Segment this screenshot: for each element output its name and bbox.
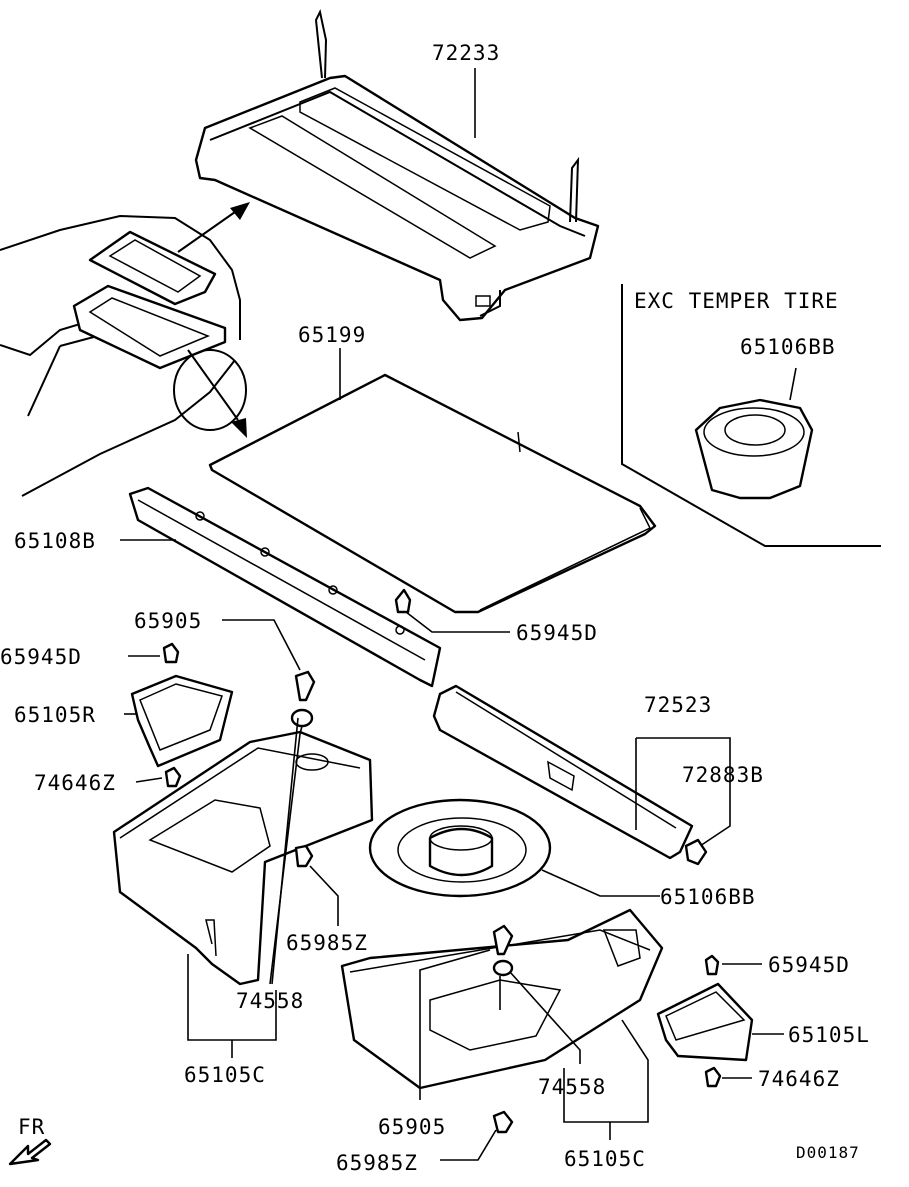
label-65945d-mid[interactable]: 65945D (516, 621, 598, 645)
label-74646z-right[interactable]: 74646Z (758, 1067, 840, 1091)
spare-tire-cover-65106bb[interactable] (368, 798, 552, 898)
vehicle-body-outline (0, 202, 250, 497)
sill-plate-72523[interactable] (432, 684, 731, 866)
label-65199[interactable]: 65199 (298, 323, 366, 347)
left-tray-65105c[interactable] (112, 730, 374, 986)
storage-box-65105r[interactable] (130, 674, 234, 768)
label-65985z-bottom[interactable]: 65985Z (336, 1151, 418, 1175)
parcel-shelf-72233[interactable] (194, 9, 600, 322)
label-fr: FR (18, 1115, 45, 1139)
label-74558-right[interactable]: 74558 (538, 1075, 606, 1099)
label-exc-temper-tire: EXC TEMPER TIRE (634, 289, 839, 313)
front-direction-arrow (8, 1138, 52, 1166)
label-74646z-left[interactable]: 74646Z (34, 771, 116, 795)
fasteners (162, 588, 762, 1161)
label-65108b[interactable]: 65108B (14, 529, 96, 553)
label-65105c-right[interactable]: 65105C (564, 1147, 646, 1171)
label-65106bb-top[interactable]: 65106BB (740, 335, 836, 359)
label-65945d-right[interactable]: 65945D (768, 953, 850, 977)
label-65985z-left[interactable]: 65985Z (286, 931, 368, 955)
label-72883b[interactable]: 72883B (682, 763, 764, 787)
label-65106bb-mid[interactable]: 65106BB (660, 885, 756, 909)
label-74558-left[interactable]: 74558 (236, 989, 304, 1013)
diagram-code: D00187 (796, 1143, 860, 1162)
side-trim-65108b[interactable] (128, 486, 442, 688)
part-labels: 72233 65199 EXC TEMPER TIRE 65106BB 6510… (0, 41, 870, 1175)
label-65905-bottom[interactable]: 65905 (378, 1115, 446, 1139)
label-65105l[interactable]: 65105L (788, 1023, 870, 1047)
leader-lines (120, 68, 784, 1140)
storage-box-65105l[interactable] (656, 982, 754, 1062)
label-65945d-left[interactable]: 65945D (0, 645, 82, 669)
exc-temper-tire-section (621, 284, 881, 547)
floor-board-65199[interactable] (208, 373, 657, 614)
label-72523[interactable]: 72523 (644, 693, 712, 717)
label-65905-left[interactable]: 65905 (134, 609, 202, 633)
label-65105r[interactable]: 65105R (14, 703, 96, 727)
label-65105c-left[interactable]: 65105C (184, 1063, 266, 1087)
label-72233[interactable]: 72233 (432, 41, 500, 65)
